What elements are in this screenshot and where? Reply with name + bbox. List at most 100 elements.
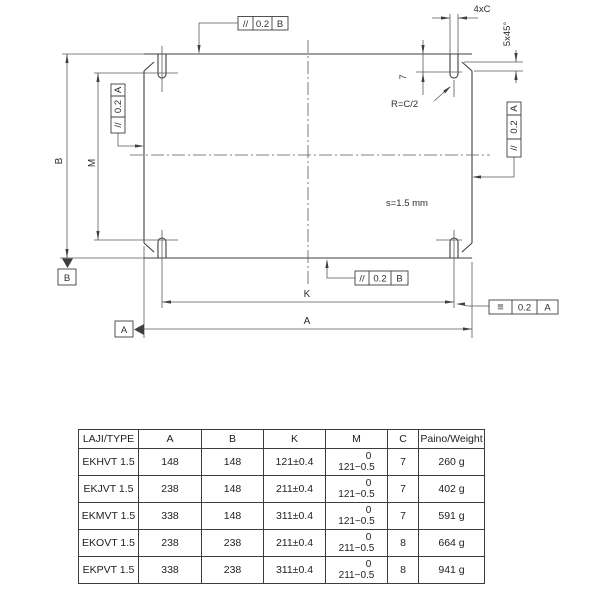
datum-b-symbol: B (57, 268, 77, 286)
fcf-symmetry-tolerance: 0.2 (518, 303, 531, 314)
datum-b-label: B (64, 273, 70, 284)
m-value: 121−0.5 (338, 516, 375, 527)
cell-a: 338 (138, 502, 202, 530)
cell-weight: 664 g (418, 529, 485, 557)
cell-weight: 260 g (418, 448, 485, 476)
dimension-labels: B M K A 4xC 5x45° 7 R=C/2 s=1.5 mm (54, 4, 513, 327)
fcf-bottom-tolerance: 0.2 (373, 274, 386, 285)
fcf-top-tolerance: 0.2 (256, 19, 269, 30)
m-upper-tolerance: 0 (365, 478, 372, 489)
spec-table: LAJI/TYPE A B K M C Paino/Weight EKHVT 1… (78, 429, 485, 584)
cell-c: 7 (387, 475, 419, 503)
cell-b: 148 (201, 502, 264, 530)
fcf-right-tolerance: 0.2 (509, 120, 520, 133)
cell-a: 338 (138, 556, 202, 584)
fcf-bottom-parallelism: // 0.2 B (354, 270, 409, 286)
fcf-symmetry-datum: A (544, 303, 551, 314)
cell-b: 148 (201, 475, 264, 503)
col-header-weight: Paino/Weight (418, 429, 485, 449)
cell-a: 238 (138, 475, 202, 503)
fcf-top-parallelism: // 0.2 B (237, 16, 289, 31)
m-value: 121−0.5 (338, 489, 375, 500)
cell-c: 8 (387, 529, 419, 557)
m-upper-tolerance: 0 (365, 532, 372, 543)
cell-k: 211±0.4 (263, 475, 326, 503)
datum-b-triangle (62, 258, 73, 268)
col-header-b: B (201, 429, 264, 449)
fcf-left-datum: A (113, 86, 124, 93)
chamfer-label: 5x45° (502, 22, 513, 47)
fcf-right-parallelism: A 0.2 // (506, 101, 522, 158)
arrowheads (62, 16, 518, 335)
parallelism-icon: // (113, 122, 124, 128)
m-upper-tolerance: 0 (365, 451, 372, 462)
cell-type: EKJVT 1.5 (78, 475, 139, 503)
m-value: 121−0.5 (338, 462, 375, 473)
col-header-a: A (138, 429, 202, 449)
fcf-frames: // 0.2 B // 0.2 B ≡ 0.2 A A 0.2 // (57, 16, 559, 338)
cell-b: 238 (201, 529, 264, 557)
chamfer-bottom-right (461, 242, 473, 253)
datum-a-triangle (134, 324, 144, 335)
chamfer-top-left (143, 61, 155, 72)
symmetry-icon: ≡ (497, 302, 503, 314)
parallelism-icon: // (359, 274, 365, 285)
m-value: 211−0.5 (338, 543, 375, 554)
fcf-left-tolerance: 0.2 (113, 100, 124, 113)
center-lines (130, 40, 490, 286)
cell-b: 148 (201, 448, 264, 476)
cell-a: 238 (138, 529, 202, 557)
cell-type: EKMVT 1.5 (78, 502, 139, 530)
cell-type: EKHVT 1.5 (78, 448, 139, 476)
col-header-type: LAJI/TYPE (78, 429, 139, 449)
col-header-k: K (263, 429, 326, 449)
dim-m-label: M (87, 159, 98, 167)
fcf-right-datum: A (509, 105, 520, 112)
cell-a: 148 (138, 448, 202, 476)
plate-outline (143, 53, 473, 259)
cell-type: EKOVT 1.5 (78, 529, 139, 557)
fcf-left-parallelism: A 0.2 // (110, 83, 126, 134)
cell-k: 121±0.4 (263, 448, 326, 476)
parallelism-icon: // (509, 145, 520, 151)
sheet-thickness-label: s=1.5 mm (386, 198, 428, 209)
cell-k: 311±0.4 (263, 556, 326, 584)
plate-drawing: // 0.2 B // 0.2 B ≡ 0.2 A A 0.2 // (54, 4, 559, 338)
chamfer-top-right (461, 61, 473, 72)
dim-b-label: B (54, 157, 65, 164)
fcf-bottom-datum: B (396, 274, 402, 285)
datum-a-label: A (121, 325, 128, 336)
slot-top-right (449, 54, 459, 79)
m-upper-tolerance: 0 (365, 505, 372, 516)
fcf-symmetry: ≡ 0.2 A (488, 299, 559, 315)
fcf-top-datum: B (277, 19, 283, 30)
dim-a-label: A (304, 316, 311, 327)
leader-lines (117, 22, 515, 307)
extension-lines (60, 14, 523, 338)
datum-a-symbol: A (114, 320, 134, 338)
m-upper-tolerance: 0 (365, 559, 372, 570)
cell-type: EKPVT 1.5 (78, 556, 139, 584)
cell-weight: 941 g (418, 556, 485, 584)
edge-offset-label: 7 (398, 74, 409, 79)
cell-c: 8 (387, 556, 419, 584)
cell-c: 7 (387, 448, 419, 476)
cell-weight: 591 g (418, 502, 485, 530)
cell-b: 238 (201, 556, 264, 584)
m-value: 211−0.5 (338, 570, 375, 581)
cell-c: 7 (387, 502, 419, 530)
col-header-c: C (387, 429, 419, 449)
dimension-lines (66, 17, 517, 330)
cell-k: 211±0.4 (263, 529, 326, 557)
slot-width-label: 4xC (474, 4, 491, 15)
